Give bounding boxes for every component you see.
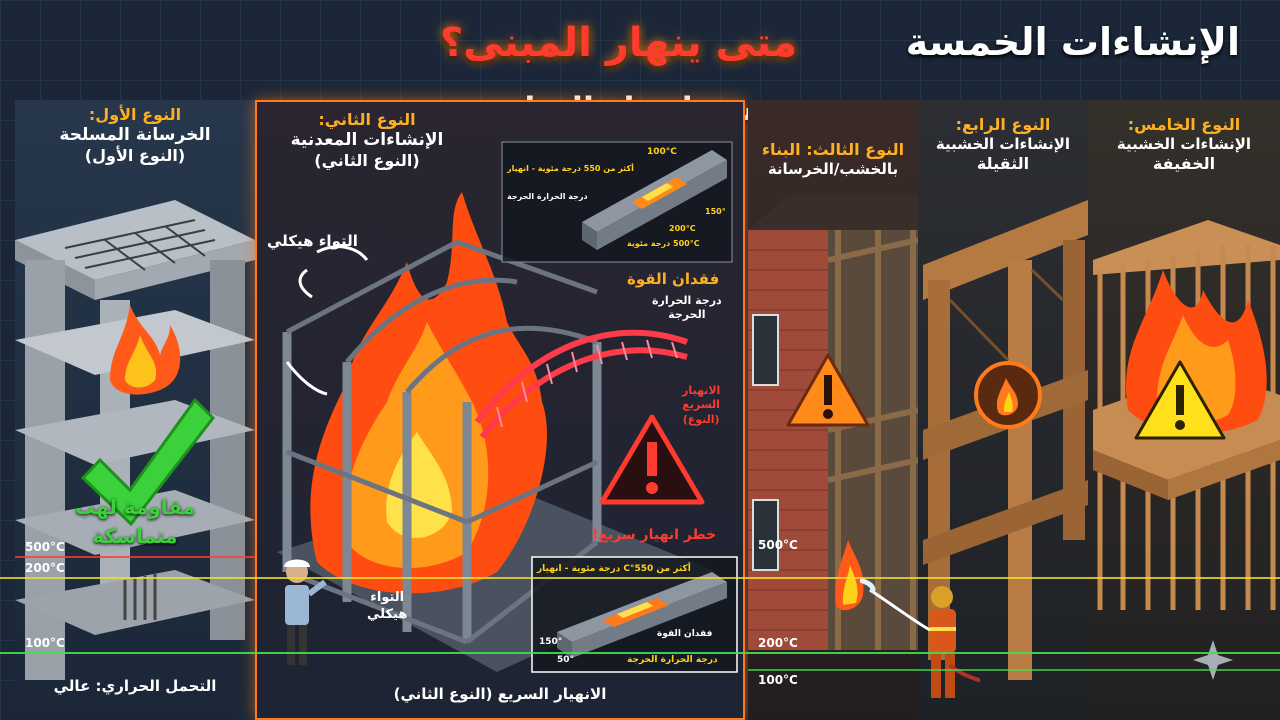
panel-2-footer: الانهيار السريع (النوع الثاني)	[393, 685, 607, 703]
panel-1-sub: (النوع الأول)	[84, 146, 186, 166]
rapid-note-line-2: السريع	[682, 398, 720, 412]
top-beam-critical: درجة الحرارة الحرجة	[507, 192, 588, 201]
temp-200c-right: 200°C	[758, 636, 798, 650]
panel-4-header: النوع الرابع: الإنشاءات الخشبية الثقيلة	[918, 115, 1088, 174]
masonry-building-illustration	[748, 195, 918, 650]
panel-type-2: النوع الثاني: الإنشاءات المعدنية (النوع …	[255, 100, 745, 720]
top-beam-temp-4: 500°C درجة مئوية	[627, 239, 700, 248]
bottom-beam-loss: فقدان القوة	[657, 629, 713, 639]
line-100c	[0, 652, 1280, 654]
top-beam-temp-1: 100°C	[647, 147, 677, 157]
panel-1-name: الخرسانة المسلحة	[59, 125, 211, 145]
strength-loss-label: فقدان القوة	[627, 270, 720, 288]
panel-5-kind: النوع الخامس:	[1127, 115, 1241, 134]
inspector-figure	[284, 559, 327, 665]
twist-label-bottom: التواء هيكلي	[367, 590, 407, 624]
panel-3-kind: النوع الثالث: البناء	[761, 140, 905, 159]
panel-4-name: الإنشاءات الخشبية	[935, 135, 1071, 153]
rapid-note-line-3: (النوع)	[682, 412, 720, 426]
panel-2-kind: النوع الثاني:	[318, 110, 416, 129]
top-beam-over-550: أكثر من 550 درجة مئوية - انهيار	[507, 164, 634, 173]
panel-2-sub: (النوع الثاني)	[314, 151, 420, 171]
panel-4-sub: الثقيلة	[976, 153, 1030, 173]
top-beam-temp-3: 200°C	[669, 224, 696, 233]
title-five-constructions: الإنشاءات الخمسة	[905, 20, 1240, 64]
panel-5-header: النوع الخامس: الإنشاءات الخشبية الخفيفة	[1088, 115, 1280, 174]
temp-100c-left: 100°C	[25, 636, 65, 650]
top-beam-temp-2: 150°	[705, 207, 726, 216]
temp-100c-right: 100°C	[758, 673, 798, 687]
panel-4-kind: النوع الرابع:	[955, 115, 1051, 134]
panel-3-name: بالخشب/الخرسانة	[767, 160, 899, 178]
title-when-collapse: متى ينهار المبنى؟	[440, 20, 798, 66]
panel-1-kind: النوع الأول:	[88, 105, 182, 124]
panel-type-1: النوع الأول: الخرسانة المسلحة (النوع الأ…	[15, 100, 255, 720]
panel-type-3: النوع الثالث: البناء بالخشب/الخرسانة	[748, 100, 918, 720]
panel-1-thermal-rating: التحمل الحراري: عالي	[53, 677, 217, 695]
line-500c	[15, 556, 255, 558]
twist-bottom-line-1: التواء	[370, 590, 405, 605]
panel-5-sub: الخفيفة	[1152, 153, 1216, 173]
heavy-timber-illustration	[923, 200, 1088, 680]
panel-2-header: النوع الثاني: الإنشاءات المعدنية (النوع …	[267, 110, 467, 171]
panel-type-5: النوع الخامس: الإنشاءات الخشبية الخفيفة	[1088, 100, 1280, 720]
panel-1-header: النوع الأول: الخرسانة المسلحة (النوع الأ…	[15, 105, 255, 166]
twist-label-top: التواء هيكلي	[267, 232, 358, 250]
bottom-beam-temp-1: 150°	[539, 637, 563, 647]
panel-1-resist-line-1: مقاومة لهب	[74, 495, 196, 519]
line-100c-right	[748, 669, 1280, 671]
rapid-note-line-1: الانهيار	[682, 384, 721, 397]
temp-500c-right: 500°C	[758, 538, 798, 552]
steel-structure-illustration	[277, 141, 738, 673]
top-beam-inset	[501, 141, 733, 263]
critical-temp-line-2: الحرجة	[668, 308, 706, 322]
light-frame-illustration	[1093, 220, 1280, 680]
panel-3-header: النوع الثالث: البناء بالخشب/الخرسانة	[748, 140, 918, 179]
temp-500c-left: 500°C	[25, 540, 65, 554]
bottom-beam-over-550: أكثر من 550°C درجة مئوية - انهيار	[537, 564, 691, 574]
critical-temp-line-1: درجة الحرارة	[652, 294, 722, 307]
line-200c	[0, 577, 1280, 579]
bottom-beam-temp-2: 50°	[557, 655, 575, 665]
panel-1-resist-line-2: متماسكة	[92, 524, 178, 548]
temp-200c-left: 200°C	[25, 561, 65, 575]
firefighter-illustration	[860, 577, 980, 698]
panel-2-name: الإنشاءات المعدنية	[290, 130, 444, 150]
twist-bottom-line-2: هيكلي	[367, 606, 408, 622]
critical-temp-label: درجة الحرارة الحرجة	[652, 294, 722, 323]
danger-rapid-collapse: خطر انهيار سريع!	[592, 527, 717, 543]
panel-5-name: الإنشاءات الخشبية	[1116, 135, 1252, 153]
concrete-structure-illustration	[15, 200, 255, 680]
rapid-collapse-note: الانهيار السريع (النوع)	[682, 384, 720, 427]
bottom-beam-critical: درجة الحرارة الحرجة	[627, 655, 718, 665]
